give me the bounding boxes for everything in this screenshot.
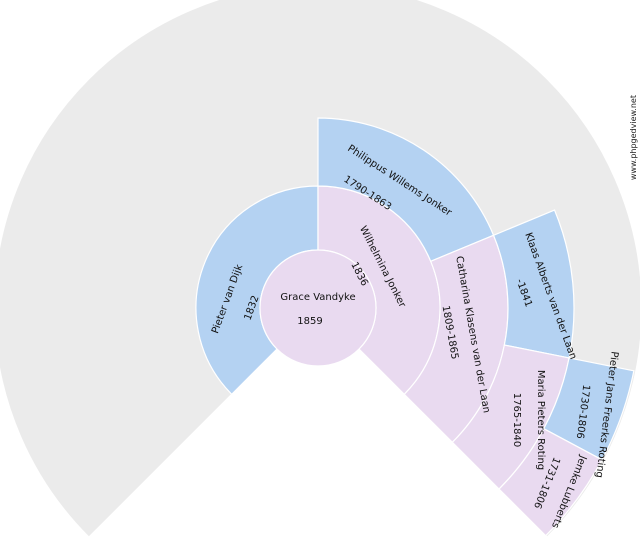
great-grandmother-name: Maria Pieters Roting (535, 370, 546, 470)
watermark-text: www.phpgedview.net (629, 95, 638, 181)
root-person-circle[interactable] (259, 249, 377, 367)
root-name: Grace Vandyke (280, 292, 355, 303)
root-years: 1859 (297, 316, 322, 327)
great-grandmother-years: 1765-1840 (511, 393, 522, 448)
great-grandmother-label: Maria Pieters Roting 1765-1840 (511, 370, 546, 470)
great-great-grandmother-segment[interactable] (498, 427, 603, 537)
